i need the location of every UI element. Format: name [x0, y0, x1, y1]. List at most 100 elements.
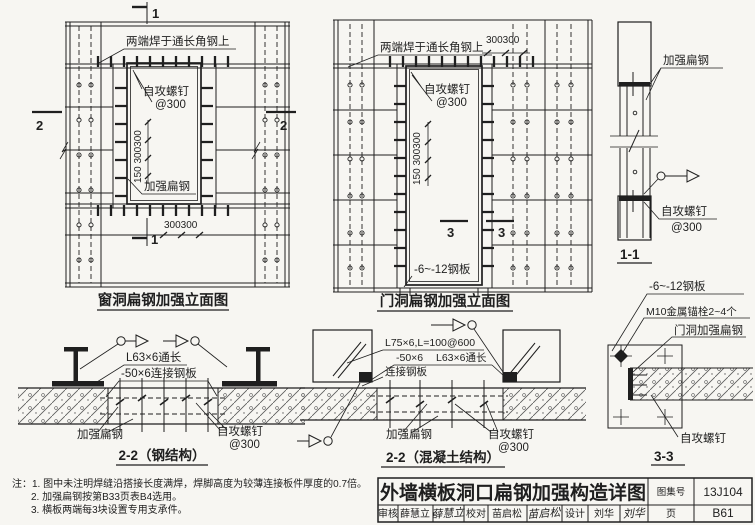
screw-ticks-right [482, 84, 494, 268]
concrete-band-left [300, 388, 377, 420]
flat-steel-bottom [619, 196, 650, 201]
checker-signature: 苗启松 [527, 506, 562, 521]
section-2-2-steel-caption: 2-2（钢结构） [118, 447, 205, 463]
dim-text-top: 300300 [486, 35, 520, 46]
weld-note-label: 两端焊于通长角钢上 [380, 40, 484, 54]
section-mark-1-top: 1 [152, 6, 159, 21]
weld-symbol-leader-left [79, 343, 119, 370]
weld-symbol-bottom-left [297, 434, 323, 448]
window-elevation-drawing: 1 1 2 2 150 300300 300300 两端焊于通长角钢上 自攻螺钉… [32, 2, 296, 311]
weld-note-leader [347, 54, 492, 68]
weld-symbol-left [125, 334, 150, 348]
screw-label: 自攻螺钉 [217, 424, 263, 438]
screw-heads [115, 394, 213, 406]
concrete-block-bottom [617, 195, 652, 241]
door-flat-steel [628, 368, 633, 400]
anchor-label-leader [622, 317, 750, 353]
weld-note-leader [96, 48, 236, 65]
plate-label: -6~-12钢板 [649, 279, 706, 293]
wall-strip-lines [630, 367, 753, 401]
concrete-block-right [502, 329, 561, 383]
screw-label: 自攻螺钉 [680, 431, 726, 445]
screw-ticks-top [96, 56, 230, 67]
screw-ticks-left [115, 86, 127, 198]
title-block-border [377, 477, 753, 523]
angle-label: L63×6通长 [126, 351, 182, 364]
note-line-3: 3. 横板两端每3块设置专用支承件。 [31, 503, 188, 516]
break-slash [628, 129, 640, 153]
section-3-3-drawing: -6~-12钢板 M10金属锚栓2~4个 门洞加强扁钢 自攻螺钉 3-3 [607, 279, 753, 466]
dim-ticks-vertical [424, 120, 432, 182]
plate-angle-leaders [370, 364, 505, 381]
dim-ticks-vertical [144, 118, 152, 180]
flat-steel-leader [127, 178, 196, 195]
reviewer-signature: 薛慧立 [431, 506, 466, 521]
screw-label: 自攻螺钉 [143, 84, 189, 98]
flat-steel-leaders [645, 67, 723, 101]
break-symbols [59, 141, 261, 160]
angle-label: L63×6通长 [436, 352, 487, 364]
reviewer-label: 审核 [378, 507, 398, 520]
plate-label: -6~-12钢板 [414, 262, 471, 276]
fastener-circle [632, 110, 638, 116]
screw-spacing-label: @300 [671, 222, 702, 234]
title-block: 外墙横板洞口扁钢加强构造详图 图集号 13J104 审核 薛慧立 薛慧立 校对 … [377, 477, 753, 523]
notes-block: 注：1. 图中未注明焊缝沿搭接长度满焊，焊脚高度为较薄连接板件厚度的0.7倍。 … [12, 477, 367, 516]
reviewer-name: 薛慧立 [400, 507, 430, 520]
screw-heads [385, 396, 489, 408]
designer-name: 刘华 [594, 507, 614, 520]
angle-steel-left [52, 347, 104, 387]
hidden-flat-steel [100, 397, 226, 415]
flat-steel-label: 加强扁钢 [663, 54, 709, 67]
screw-ticks-bottom [96, 205, 230, 216]
screw-label: 自攻螺钉 [424, 82, 470, 96]
section-3-3-caption: 3-3 [654, 449, 674, 464]
connection-plate-right [503, 372, 517, 382]
screw-spacing-label: @300 [436, 97, 467, 109]
flat-steel-label: 加强扁钢 [386, 428, 432, 441]
connection-plate-left [359, 372, 372, 382]
door-opening-frame-inner [409, 69, 479, 282]
title-block-gridlines [378, 478, 752, 522]
section-mark-3-left: 3 [447, 225, 454, 240]
flat-steel-leaders [97, 406, 134, 434]
screw-label-leaders [195, 402, 228, 431]
flat-steel-leaders [402, 403, 439, 434]
angle-label-leader [96, 364, 187, 383]
screw-label: 自攻螺钉 [661, 204, 707, 218]
section-1-1-caption: 1-1 [620, 247, 640, 262]
screw-lines [119, 378, 209, 432]
dim-text-vertical: 150 300300 [412, 132, 423, 185]
section-2-2-concrete-caption: 2-2（混凝土结构） [386, 449, 500, 465]
door-elevation-caption: 门洞扁钢加强立面图 [380, 292, 511, 310]
anchor-label: M10金属锚栓2~4个 [646, 305, 737, 318]
weld-symbol-leader-right [197, 343, 228, 368]
dim-text-vertical: 150 300300 [133, 130, 144, 183]
note-line-2: 2. 加强扁钢按第B33页表B4选用。 [31, 490, 182, 503]
weld-symbol-circle-right [190, 336, 200, 346]
designer-label: 设计 [565, 507, 585, 520]
door-elevation-drawing: 300300 两端焊于通长角钢上 自攻螺钉 @300 150 300300 3 … [333, 19, 593, 312]
weld-symbol-top-right [431, 318, 467, 332]
window-elevation-caption: 窗洞扁钢加强立面图 [98, 291, 229, 309]
angle-steel-right [222, 347, 277, 387]
screw-spacing-label: @300 [229, 439, 260, 451]
section-1-1-drawing: 加强扁钢 自攻螺钉 @300 1-1 [610, 21, 723, 264]
weld-symbol-right [163, 334, 190, 348]
plate-label: -50×6连接钢板 [121, 366, 197, 380]
atlas-number-value: 13J104 [703, 485, 743, 499]
wall-joint-lines [333, 19, 592, 293]
screw-spacing-label: @300 [498, 442, 529, 454]
weld-symbol-leader-top [473, 328, 506, 376]
screw-label: 自攻螺钉 [488, 427, 534, 441]
flat-steel-label: 门洞加强扁钢 [674, 323, 743, 337]
checker-name: 苗启松 [492, 507, 522, 520]
section-mark-2-left: 2 [36, 118, 43, 133]
band-lines [300, 387, 586, 421]
section-mark-1-bottom: 1 [151, 232, 158, 247]
wall-joint-lines [65, 21, 290, 288]
plate-label: -50×6 [396, 352, 423, 364]
section-mark-2-right: 2 [280, 118, 287, 133]
page-label: 页 [666, 508, 676, 520]
joint-symbol-leader [643, 178, 659, 195]
